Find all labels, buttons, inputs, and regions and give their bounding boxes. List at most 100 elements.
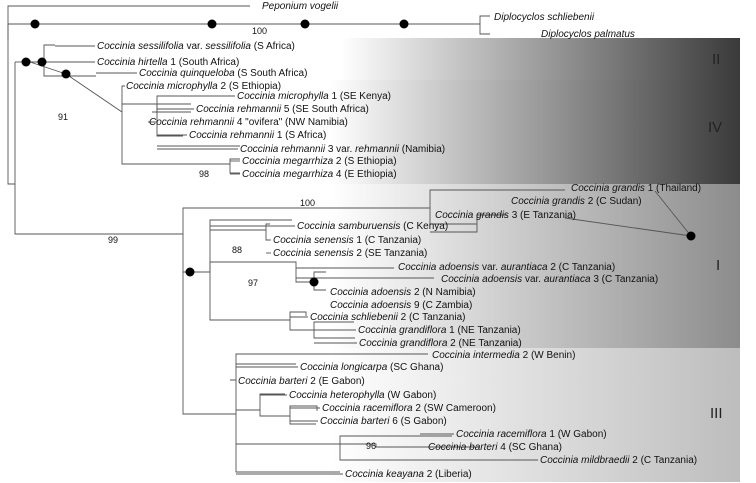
taxon-label-microphylla1: Coccinia microphylla 1 (SE Kenya) bbox=[237, 91, 391, 102]
taxon-name: Coccinia grandis bbox=[511, 196, 585, 207]
taxon-name: Coccinia senensis bbox=[273, 235, 354, 246]
taxon-locality: 2 (C Sudan) bbox=[585, 196, 642, 207]
taxon-label-rehmannii3: Coccinia rehmannii 3 var. rehmannii (Nam… bbox=[240, 144, 445, 155]
taxon-name: Coccinia schliebenii bbox=[310, 312, 399, 323]
support-value: 100 bbox=[300, 198, 315, 208]
taxon-locality: 2 (W Benin) bbox=[520, 350, 576, 361]
taxon-name: Diplocyclos palmatus bbox=[541, 29, 635, 40]
taxon-label-hirtella: Coccinia hirtella 1 (South Africa) bbox=[97, 57, 239, 68]
taxon-label-keayana2: Coccinia keayana 2 (Liberia) bbox=[345, 469, 472, 480]
taxon-name: Coccinia keayana bbox=[345, 469, 424, 480]
taxon-label-grandiflora1: Coccinia grandiflora 1 (NE Tanzania) bbox=[358, 325, 521, 336]
taxon-infraspecific-name: rehmannii bbox=[355, 144, 400, 155]
taxon-label-peponium-vogelii: Peponium vogelii bbox=[262, 1, 339, 12]
support-value: 100 bbox=[252, 26, 267, 36]
taxon-rank: 3 var. bbox=[325, 144, 355, 155]
taxon-name: Peponium vogelii bbox=[262, 1, 339, 12]
node-markers bbox=[21, 19, 696, 287]
clade-label-I: I bbox=[716, 257, 720, 274]
clade-label-IV: IV bbox=[708, 119, 722, 136]
taxon-name: Coccinia grandis bbox=[571, 183, 645, 194]
grandis-marker-connector bbox=[564, 190, 692, 237]
taxon-label-adoensis-aur3: Coccinia adoensis var. aurantiaca 3 (C T… bbox=[441, 274, 658, 285]
support-value: 98 bbox=[199, 169, 209, 179]
taxon-label-racemiflora2: Coccinia racemiflora 2 (SW Cameroon) bbox=[322, 403, 496, 414]
support-value: 96 bbox=[366, 441, 376, 451]
taxon-name: Coccinia longicarpa bbox=[300, 362, 388, 373]
taxon-locality: 3 (E Tanzania) bbox=[509, 210, 576, 221]
taxon-rank: var. bbox=[522, 274, 544, 285]
taxon-rank: var. bbox=[184, 41, 206, 52]
taxon-label-senensis1: Coccinia senensis 1 (C Tanzania) bbox=[273, 235, 421, 246]
taxon-infraspecific-name: aurantiaca bbox=[501, 262, 548, 273]
clade-II-shade bbox=[340, 38, 740, 80]
taxon-name: Coccinia rehmannii bbox=[189, 130, 275, 141]
taxon-name: Coccinia adoensis bbox=[441, 274, 522, 285]
taxon-label-grandis3: Coccinia grandis 3 (E Tanzania) bbox=[435, 210, 576, 221]
taxon-name: Coccinia adoensis bbox=[398, 262, 479, 273]
node-marker bbox=[686, 231, 696, 241]
taxon-name: Coccinia racemiflora bbox=[456, 429, 547, 440]
taxon-name: Coccinia adoensis bbox=[330, 300, 411, 311]
support-value: 99 bbox=[108, 235, 118, 245]
taxon-name: Coccinia heterophylla bbox=[289, 390, 385, 401]
taxon-rank: var. bbox=[479, 262, 501, 273]
taxon-locality: 2 (S Ethiopia) bbox=[333, 156, 396, 167]
taxon-locality: 2 (N Namibia) bbox=[411, 287, 475, 298]
taxon-locality: 2 (SE Tanzania) bbox=[354, 248, 428, 259]
node-marker bbox=[399, 19, 409, 29]
taxon-locality: 2 (C Tanzania) bbox=[398, 312, 466, 323]
taxon-name: Coccinia intermedia bbox=[432, 350, 520, 361]
taxon-label-diplocyclos-palmatus: Diplocyclos palmatus bbox=[541, 29, 635, 40]
taxon-locality: 1 (W Gabon) bbox=[547, 429, 607, 440]
node-marker bbox=[21, 57, 31, 67]
node-marker bbox=[61, 69, 71, 79]
taxon-name: Coccinia adoensis bbox=[330, 287, 411, 298]
taxon-name: Coccinia microphylla bbox=[126, 81, 218, 92]
taxon-locality: 9 (C Zambia) bbox=[411, 300, 472, 311]
taxon-locality: 1 (NE Tanzania) bbox=[446, 325, 520, 336]
clade-label-III: III bbox=[710, 405, 723, 422]
taxon-label-barteri6: Coccinia barteri 6 (S Gabon) bbox=[320, 416, 447, 427]
taxon-locality: 1 (SE Kenya) bbox=[329, 91, 391, 102]
node-marker bbox=[37, 57, 47, 67]
tree-branches bbox=[7, 5, 692, 475]
taxon-label-microphylla2: Coccinia microphylla 2 (S Ethiopia) bbox=[126, 81, 281, 92]
taxon-locality: 4 "ovifera" (NW Namibia) bbox=[234, 117, 348, 128]
taxon-locality: 3 (C Tanzania) bbox=[591, 274, 659, 285]
taxon-name: Coccinia microphylla bbox=[237, 91, 329, 102]
taxon-locality: 2 (C Tanzania) bbox=[548, 262, 616, 273]
taxon-locality: 5 (SE South Africa) bbox=[281, 104, 369, 115]
taxon-label-grandis2: Coccinia grandis 2 (C Sudan) bbox=[511, 196, 642, 207]
taxon-locality: 1 (S Africa) bbox=[274, 130, 326, 141]
taxon-label-adoensis2: Coccinia adoensis 2 (N Namibia) bbox=[330, 287, 476, 298]
taxon-name: Coccinia rehmannii bbox=[240, 144, 326, 155]
node-marker bbox=[30, 19, 40, 29]
node-marker bbox=[300, 19, 310, 29]
taxon-infraspecific-name: sessilifolia bbox=[205, 41, 251, 52]
taxon-locality: (W Gabon) bbox=[385, 390, 437, 401]
taxon-locality: 2 (E Gabon) bbox=[307, 376, 364, 387]
taxon-label-quinqueloba: Coccinia quinqueloba (S South Africa) bbox=[139, 68, 307, 79]
taxon-infraspecific-name: aurantiaca bbox=[544, 274, 591, 285]
taxon-label-sessilifolia: Coccinia sessilifolia var. sessilifolia … bbox=[97, 41, 295, 52]
taxon-locality: (S South Africa) bbox=[235, 68, 308, 79]
taxon-name: Diplocyclos schliebenii bbox=[494, 12, 595, 23]
taxon-locality: (C Kenya) bbox=[400, 221, 448, 232]
taxon-locality: 4 (E Ethiopia) bbox=[333, 169, 396, 180]
support-value: 97 bbox=[248, 278, 258, 288]
taxon-locality: 6 (S Gabon) bbox=[389, 416, 446, 427]
taxon-label-senensis2: Coccinia senensis 2 (SE Tanzania) bbox=[273, 248, 427, 259]
support-value: 88 bbox=[232, 245, 242, 255]
taxon-name: Coccinia racemiflora bbox=[322, 403, 413, 414]
taxon-locality: 1 (C Tanzania) bbox=[354, 235, 422, 246]
taxon-label-longicarpa: Coccinia longicarpa (SC Ghana) bbox=[300, 362, 443, 373]
taxon-label-intermedia2: Coccinia intermedia 2 (W Benin) bbox=[432, 350, 575, 361]
node-marker bbox=[185, 267, 195, 277]
taxon-name: Coccinia senensis bbox=[273, 248, 354, 259]
taxon-label-adoensis-aur2: Coccinia adoensis var. aurantiaca 2 (C T… bbox=[398, 262, 615, 273]
taxon-label-grandiflora2: Coccinia grandiflora 2 (NE Tanzania) bbox=[359, 338, 522, 349]
taxon-locality: 2 (C Tanzania) bbox=[629, 455, 697, 466]
